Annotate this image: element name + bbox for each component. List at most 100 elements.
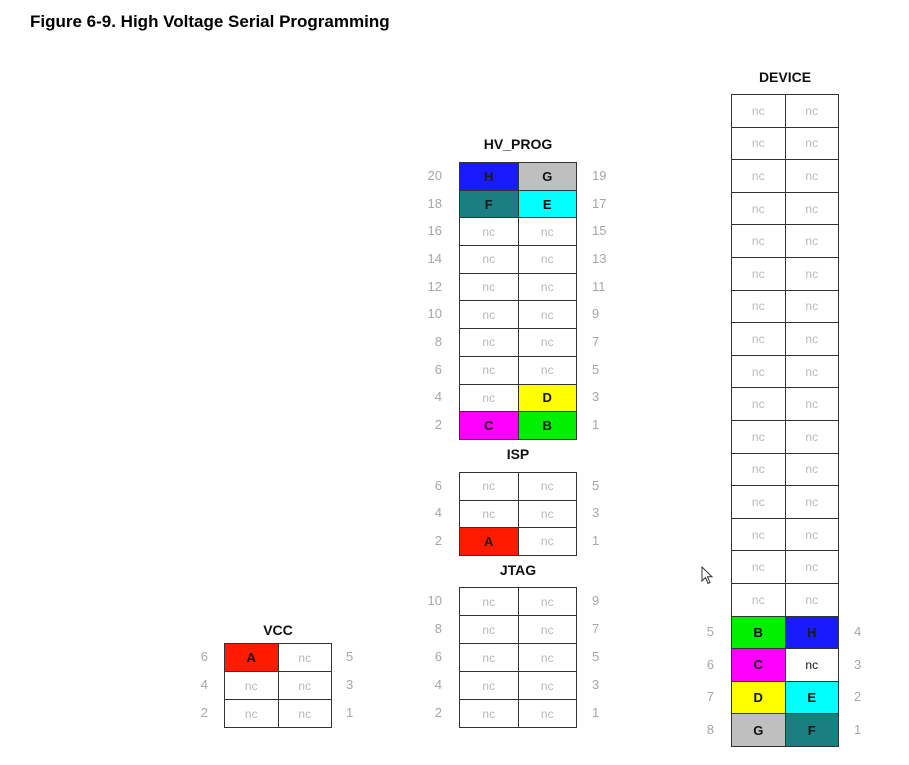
pin-cell: nc (277, 643, 332, 672)
pin-number-right: 11 (592, 278, 606, 294)
pin-number-right: 3 (346, 677, 354, 692)
pin-number-right: 5 (592, 361, 600, 377)
pin-cell: nc (459, 472, 519, 501)
pin-number-left: 8 (706, 721, 714, 737)
pin-cell: nc (459, 217, 519, 247)
pin-cell: nc (784, 648, 839, 682)
pin-number-left: 12 (427, 278, 442, 294)
pin-cell: nc (277, 699, 332, 728)
pin-cell: H (459, 162, 519, 191)
pin-number-left: 6 (434, 649, 442, 664)
pin-number-left: 5 (706, 623, 714, 639)
pin-cell: nc (459, 300, 519, 330)
pin-cell: D (731, 680, 786, 715)
pin-cell: nc (517, 245, 577, 274)
pin-cell: A (224, 643, 279, 672)
pin-cell: nc (784, 354, 839, 389)
mouse-pointer-icon (701, 566, 714, 585)
pin-cell: nc (784, 322, 839, 356)
pin-cell: nc (517, 615, 577, 644)
pin-number-right: 5 (592, 477, 600, 493)
pin-cell: nc (224, 671, 279, 700)
pin-number-left: 14 (427, 250, 442, 266)
pin-number-right: 3 (592, 505, 600, 521)
pin-number-left: 18 (427, 195, 442, 211)
pin-number-right: 4 (854, 623, 862, 639)
pin-cell: nc (517, 300, 577, 330)
pin-number-right: 19 (592, 167, 607, 183)
pin-number-right: 3 (592, 677, 600, 692)
pin-cell: nc (731, 191, 786, 226)
pin-cell: nc (784, 159, 839, 193)
pin-cell: nc (731, 452, 786, 487)
pin-cell: nc (731, 224, 786, 258)
pin-cell: nc (731, 485, 786, 519)
pin-cell: C (731, 648, 786, 682)
pin-cell: nc (459, 383, 519, 413)
pin-number-right: 7 (592, 621, 600, 636)
pin-number-right: 1 (592, 705, 600, 720)
pin-cell: nc (784, 550, 839, 584)
pin-cell: nc (517, 472, 577, 501)
device-header: DEVICE (758, 69, 812, 85)
pin-number-left: 2 (434, 417, 442, 433)
pin-cell: E (517, 189, 577, 219)
pin-cell: nc (784, 224, 839, 258)
jtag-header: JTAG (499, 562, 537, 578)
pin-cell: nc (459, 699, 519, 728)
pin-cell: nc (517, 671, 577, 700)
pin-number-left: 10 (427, 306, 442, 322)
pin-cell: nc (784, 256, 839, 291)
pin-cell: nc (517, 499, 577, 528)
pin-cell: nc (784, 191, 839, 226)
pin-number-left: 8 (434, 621, 442, 636)
pin-number-left: 6 (706, 656, 714, 672)
pin-number-right: 9 (592, 306, 600, 322)
pin-number-left: 20 (427, 167, 442, 183)
pin-number-right: 1 (592, 417, 600, 433)
pin-cell: nc (784, 452, 839, 487)
pin-cell: nc (731, 550, 786, 584)
pin-number-left: 6 (434, 361, 442, 377)
pin-number-right: 17 (592, 195, 607, 211)
pin-cell: nc (459, 355, 519, 385)
pin-cell: B (731, 615, 786, 650)
pin-cell: nc (731, 387, 786, 421)
pin-cell: nc (731, 256, 786, 291)
pin-cell: nc (784, 582, 839, 617)
pin-number-right: 1 (592, 532, 600, 548)
pin-cell: nc (784, 517, 839, 552)
pin-cell: C (459, 411, 519, 440)
pin-number-left: 2 (434, 705, 442, 720)
pin-number-right: 15 (592, 223, 607, 239)
pin-cell: nc (731, 94, 786, 128)
pin-number-left: 4 (434, 389, 442, 405)
pin-cell: nc (459, 643, 519, 672)
